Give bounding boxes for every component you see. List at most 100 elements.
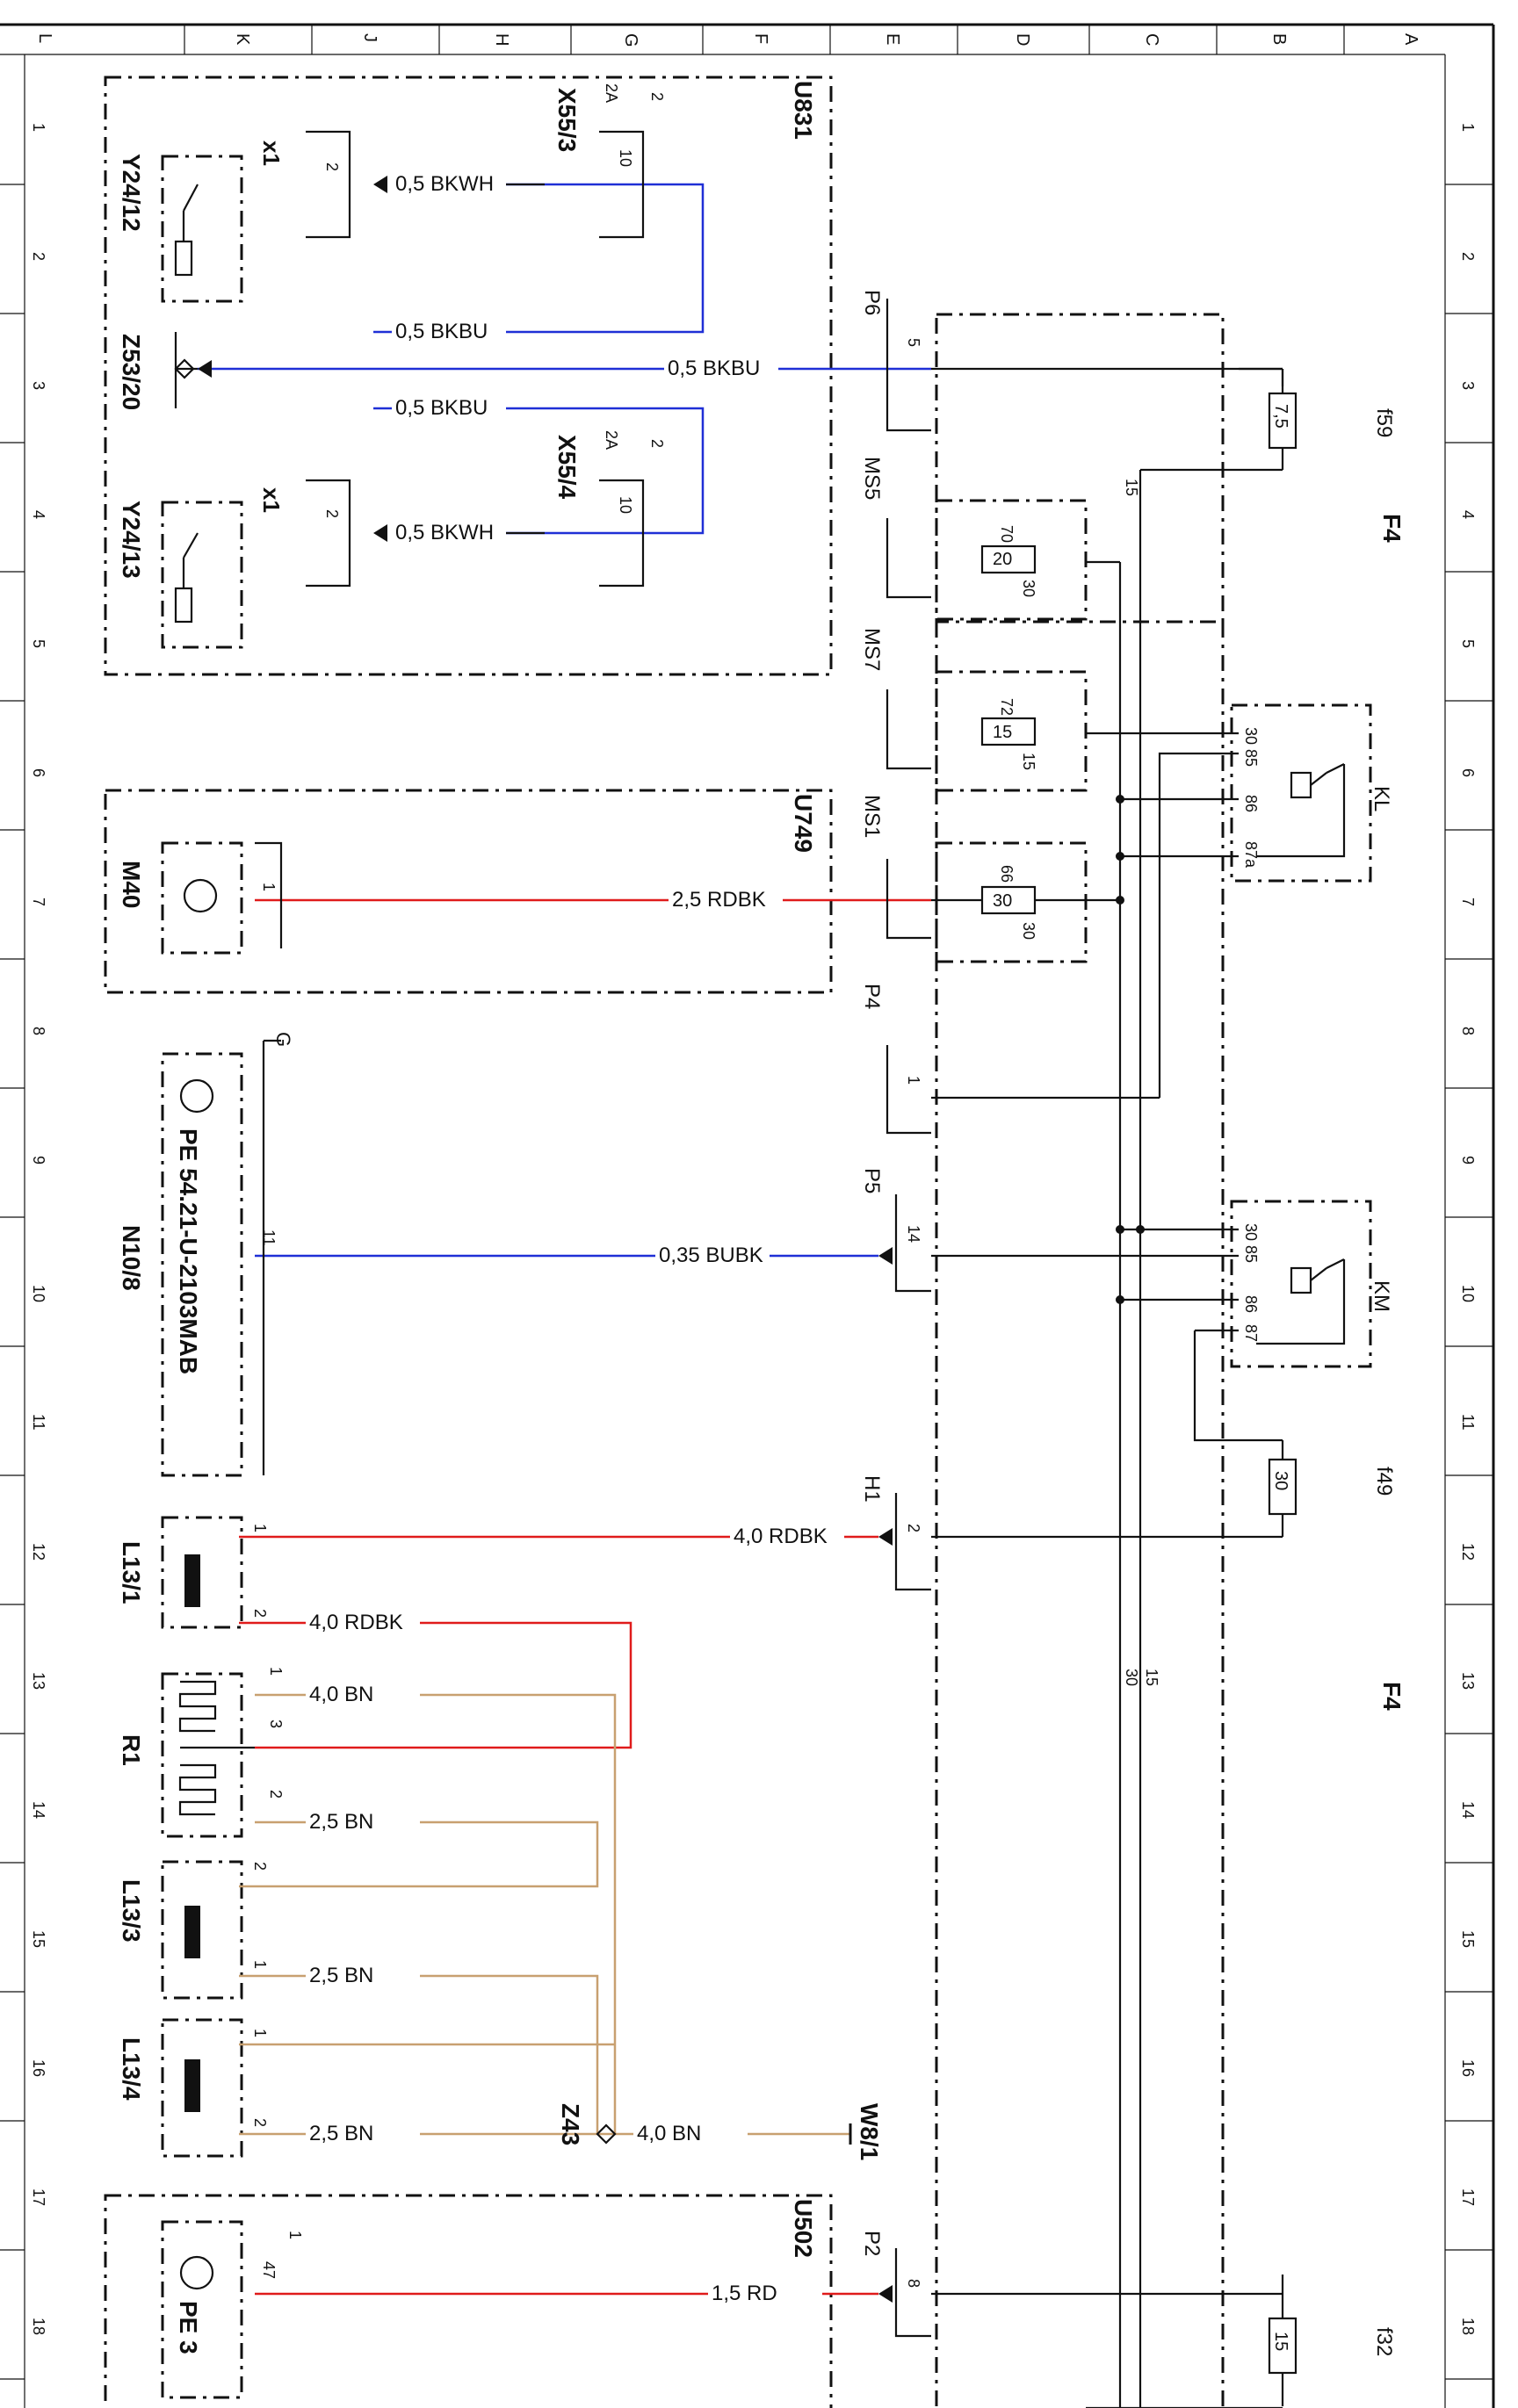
connector-p6-label: P6 <box>860 290 884 315</box>
wire-bkbu-upper <box>373 183 705 334</box>
r1-label: R1 <box>118 1734 145 1766</box>
fuse-f32 <box>1268 2317 1298 2375</box>
pin-l131-1: 1 <box>251 1524 269 1532</box>
z43-label: Z43 <box>557 2103 584 2145</box>
column-label-f: F <box>751 33 770 44</box>
module-u749-box <box>104 789 833 994</box>
row-label-left-5: 5 <box>30 639 47 648</box>
l13-1-box <box>161 1516 243 1629</box>
y24-12-label: Y24/12 <box>118 154 145 232</box>
connector-p5-label: P5 <box>860 1168 884 1193</box>
l13-3-box <box>161 1860 243 2000</box>
w8-1-label: W8/1 <box>856 2103 883 2160</box>
pin-kl-30: 30 <box>1242 727 1260 745</box>
pin-km-87: 87 <box>1242 1324 1260 1342</box>
wire-label-w12: 2,5 BN <box>309 1964 373 1987</box>
wire-label-w11: 2,5 BN <box>309 1810 373 1834</box>
pin-l133-1: 1 <box>251 1960 269 1969</box>
row-label-left-7: 7 <box>30 898 47 906</box>
pin-x55-3-c: 10 <box>617 149 634 167</box>
pin-kl-86: 86 <box>1242 795 1260 812</box>
row-label-right-4: 4 <box>1459 510 1477 519</box>
h1-arrow-icon <box>878 1528 893 1546</box>
row-label-right-8: 8 <box>1459 1027 1477 1035</box>
n10-8-label: N10/8 <box>118 1225 145 1291</box>
connector-ms5-label: MS5 <box>860 457 884 500</box>
module-u831-box <box>104 76 833 676</box>
wire-label-w3: 0,5 BKBU <box>668 357 760 380</box>
wire-label-w5: 0,5 BKWH <box>395 521 494 544</box>
row-label-left-11: 11 <box>30 1414 47 1431</box>
pin-bus15b: 15 <box>1143 1669 1160 1686</box>
pin-p6: 5 <box>905 338 922 347</box>
row-label-right-13: 13 <box>1459 1672 1477 1690</box>
r1-heater-a-icon <box>178 1680 217 1733</box>
row-label-left-8: 8 <box>30 1027 47 1035</box>
u502-sensor-box <box>161 2220 243 2399</box>
pin-p2: 8 <box>905 2279 922 2288</box>
column-label-k: K <box>233 33 252 46</box>
pin-p4: 1 <box>905 1076 922 1085</box>
n10-8-transistor-icon <box>179 1078 214 1114</box>
module-u831-label: U831 <box>790 81 817 140</box>
ms5-box <box>935 499 1088 621</box>
pin-x55-3-b: 2A <box>603 83 620 103</box>
pin-r1-1: 1 <box>267 1667 285 1676</box>
wire-label-w4: 0,5 BKBU <box>395 396 488 420</box>
m40-label: M40 <box>118 861 145 908</box>
fuse-f32-rating: 15 <box>1271 2332 1290 2351</box>
row-label-left-3: 3 <box>30 381 47 390</box>
pin-p5: 14 <box>905 1225 922 1243</box>
pin-km-86: 86 <box>1242 1295 1260 1313</box>
pin-km-85: 85 <box>1242 1245 1260 1263</box>
z53-arrow-icon <box>198 360 212 378</box>
g-label: G <box>272 1032 294 1047</box>
row-label-left-16: 16 <box>30 2059 47 2077</box>
pin-u502: 47 <box>260 2261 278 2279</box>
row-label-right-18: 18 <box>1459 2318 1477 2335</box>
z43-splice-icon <box>596 2123 617 2145</box>
pin-x55-4-b: 2A <box>603 430 620 450</box>
module-u502-label: U502 <box>790 2199 817 2258</box>
row-label-right-1: 1 <box>1459 123 1477 132</box>
wire-label-w10: 4,0 BN <box>309 1683 373 1706</box>
row-label-right-7: 7 <box>1459 898 1477 906</box>
pin-x55-4-c: 10 <box>617 496 634 514</box>
pin-r1-3: 3 <box>267 1719 285 1728</box>
relay-km-label: KM <box>1370 1280 1393 1312</box>
z53-20-splice-icon <box>174 358 195 379</box>
connector-ms1-label: MS1 <box>860 795 884 838</box>
wire-label-w6: 2,5 RDBK <box>672 888 766 912</box>
wire-label-w2: 0,5 BKBU <box>395 320 488 343</box>
pin-x1b: 2 <box>323 509 341 518</box>
x1a-arrow-icon <box>373 176 387 193</box>
pin-ms5-b: 30 <box>1020 580 1037 597</box>
row-label-left-4: 4 <box>30 510 47 519</box>
row-label-right-2: 2 <box>1459 252 1477 261</box>
row-label-right-10: 10 <box>1459 1285 1477 1302</box>
column-label-l: L <box>35 33 54 43</box>
wire-label-w9: 4,0 RDBK <box>309 1611 403 1634</box>
row-label-left-15: 15 <box>30 1930 47 1948</box>
column-label-d: D <box>1013 33 1032 46</box>
pin-ms1-b: 30 <box>1020 922 1037 940</box>
row-label-right-5: 5 <box>1459 639 1477 648</box>
pin-l134-2: 2 <box>251 2118 269 2127</box>
x1b-label: x1 <box>258 487 285 513</box>
fuse-ms5 <box>980 544 1037 574</box>
pin-h1: 2 <box>905 1524 922 1532</box>
fuse-f32-label: f32 <box>1372 2327 1396 2356</box>
l13-3-core-icon <box>184 1906 200 1958</box>
fuse-f49-label: f49 <box>1372 1467 1396 1496</box>
pin-n10: 11 <box>260 1229 278 1246</box>
x1b-arrow-icon <box>373 524 387 542</box>
connector-h1-label: H1 <box>860 1475 884 1503</box>
column-label-a: A <box>1401 33 1420 46</box>
m40-box <box>161 841 243 955</box>
row-label-right-11: 11 <box>1459 1414 1477 1431</box>
pin-r1-2: 2 <box>267 1790 285 1799</box>
fuse-f49-rating: 30 <box>1271 1471 1290 1490</box>
wire-label-w1: 0,5 BKWH <box>395 172 494 196</box>
pin-ms7-a: 72 <box>998 698 1016 716</box>
row-label-right-3: 3 <box>1459 381 1477 390</box>
